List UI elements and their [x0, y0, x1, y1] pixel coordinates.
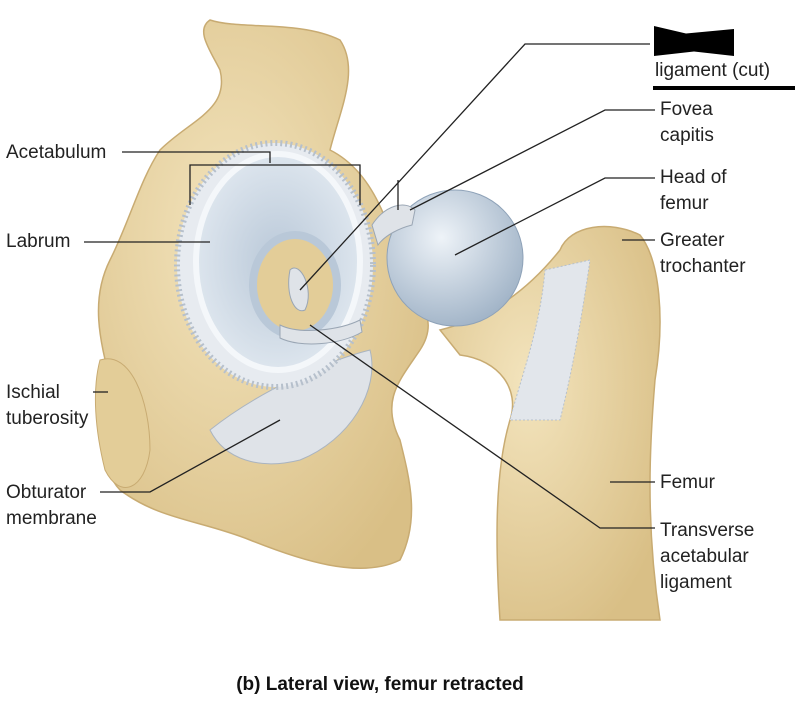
label-head-of-femur: Head of femur [660, 165, 727, 217]
label-line: tuberosity [6, 408, 89, 429]
label-line: Transverse [660, 520, 755, 541]
fovea-ligament-stump [371, 204, 416, 247]
label-greater-trochanter: Greater trochanter [660, 228, 746, 280]
label-line: femur [660, 193, 709, 214]
redaction-bar [653, 86, 795, 90]
label-ischial-tuberosity: Ischial tuberosity [6, 380, 88, 432]
label-fovea-capitis: Fovea capitis [660, 97, 714, 149]
label-ligament-cut: ligament (cut) [655, 60, 771, 81]
label-line: Fovea [660, 99, 713, 120]
ischial-tuberosity-shape [94, 358, 151, 488]
label-line: Head of [660, 167, 727, 188]
label-line: acetabular [660, 546, 749, 567]
label-line: Obturator [6, 482, 87, 503]
label-acetabulum: Acetabulum [6, 142, 107, 163]
label-obturator-membrane: Obturator membrane [6, 480, 97, 532]
label-labrum: Labrum [6, 231, 71, 252]
label-line: Greater [660, 230, 725, 251]
ligament-of-head-stump [288, 267, 309, 312]
capsule-fringe [509, 259, 591, 421]
label-line: Ischial [6, 382, 60, 403]
label-line: membrane [6, 508, 97, 529]
label-line: trochanter [660, 256, 746, 277]
figure-caption: (b) Lateral view, femur retracted [236, 674, 524, 695]
label-line: ligament [660, 572, 732, 593]
label-transverse-acetabular-ligament: Transverse acetabular ligament [660, 518, 754, 596]
femur-shape [438, 225, 661, 621]
label-line: capitis [660, 125, 714, 146]
label-femur: Femur [660, 472, 715, 493]
leader-lines [84, 43, 655, 529]
femoral-head-shape [386, 189, 524, 327]
